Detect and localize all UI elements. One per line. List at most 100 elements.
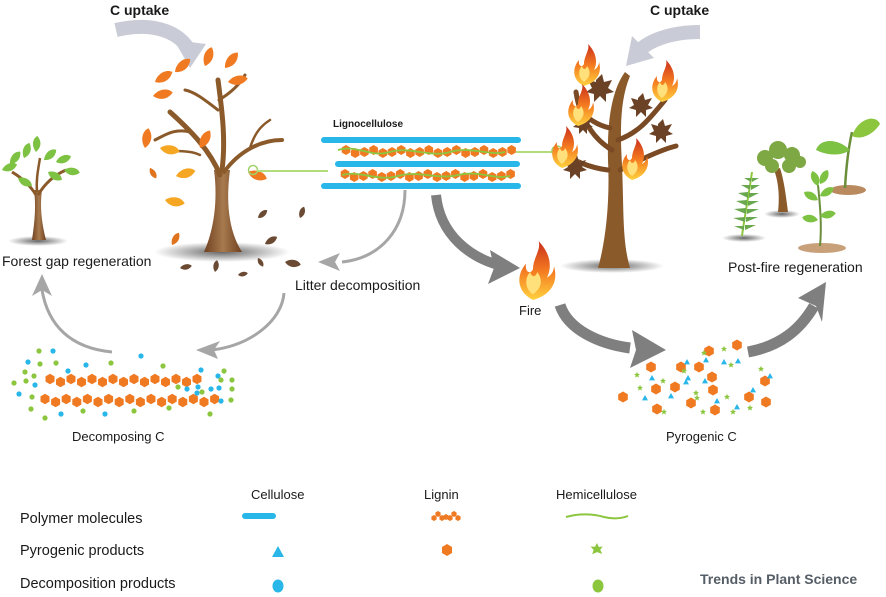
decomposition-hemicellulose-dot	[28, 406, 34, 412]
pyrogenic-lignin-hexagon	[670, 381, 680, 393]
decomposition-hemicellulose-dot	[42, 415, 48, 421]
lignin-unit	[470, 147, 480, 157]
pyrogenic-hemicellulose-star	[700, 408, 706, 415]
lignin-unit	[447, 515, 453, 521]
pyrogenic-lignin-hexagon	[646, 361, 656, 373]
c-uptake-arrowhead-right	[626, 36, 654, 66]
pyrogenic-c-label: Pyrogenic C	[666, 429, 737, 444]
pyrogenic-lignin-hexagon	[652, 403, 662, 415]
lignin-unit	[386, 171, 396, 181]
lignin-unit	[406, 148, 415, 158]
decomposing-c-cluster	[11, 348, 235, 421]
legend-column-lignin: Lignin	[424, 487, 459, 502]
pyrogenic-hemicellulose-star	[661, 408, 667, 415]
lignin-unit	[119, 376, 128, 388]
pyrogenic-lignin-hexagon	[744, 391, 754, 403]
pyrogenic-lignin-hexagon	[710, 404, 720, 416]
arrow-pyrogenic-to-postfire	[746, 303, 819, 358]
decomposition-cellulose-dot	[184, 386, 190, 392]
decomposition-hemicellulose-dot	[108, 360, 114, 366]
decomposition-hemicellulose-dot	[166, 405, 172, 411]
lignin-unit	[45, 373, 55, 385]
pyrogenic-cellulose-triangle	[714, 398, 720, 404]
lignin-unit	[487, 172, 497, 182]
decomposition-cellulose-dot	[65, 368, 71, 374]
pyrogenic-lignin-hexagon	[708, 384, 718, 396]
pyrogenic-cellulose-triangle	[735, 358, 741, 364]
lignin-unit	[140, 376, 149, 388]
pyrogenic-lignin-hexagon	[761, 396, 771, 408]
lignin-unit	[506, 169, 515, 179]
pyrogenic-cellulose-triangle	[668, 393, 674, 399]
pyrogenic-cellulose-triangle	[734, 404, 740, 410]
lignin-unit	[104, 393, 114, 405]
arrow-decomposing-to-regeneration	[40, 289, 113, 354]
arrow-litter-to-decomposing	[211, 292, 286, 352]
legend-row-polymer-molecules: Polymer molecules	[20, 511, 143, 527]
lignin-unit	[98, 376, 107, 388]
lignin-unit	[359, 171, 368, 181]
lignocellulose-label: Lignocellulose	[333, 119, 404, 130]
decomposition-hemicellulose-dot	[31, 373, 37, 379]
pyrogenic-cellulose-triangle	[703, 357, 709, 363]
pyrogenic-cellulose-triangle	[702, 378, 708, 384]
post-fire-plants-icon	[722, 118, 880, 253]
decomposition-cellulose-dot	[216, 385, 222, 391]
decomposition-cellulose-dot	[50, 348, 56, 354]
legend-cellulose-dot	[272, 579, 284, 593]
lignin-unit	[431, 515, 437, 521]
lignin-unit	[66, 373, 76, 385]
decomposition-hemicellulose-dot	[175, 384, 181, 390]
pyrogenic-hemicellulose-star	[730, 408, 736, 415]
pyrogenic-hemicellulose-star	[693, 389, 699, 396]
lignin-unit	[72, 396, 82, 408]
pyrogenic-lignin-hexagon	[618, 391, 628, 403]
lignin-unit	[192, 373, 202, 385]
decomposition-cellulose-dot	[25, 359, 31, 365]
sapling-tree-icon	[0, 135, 81, 246]
lignin-unit	[87, 373, 97, 385]
arrow-lignocellulose-to-litter	[341, 189, 407, 264]
lignin-unit	[210, 393, 220, 405]
lignin-unit	[479, 145, 489, 155]
pyrogenic-lignin-hexagon	[651, 383, 661, 395]
pyrogenic-lignin-hexagon	[694, 361, 704, 373]
lignocellulose-structure	[321, 137, 563, 189]
lignin-unit	[51, 396, 61, 408]
lignin-unit	[455, 515, 461, 521]
decomposition-cellulose-dot	[194, 390, 200, 396]
lignin-unit	[157, 396, 167, 408]
decomposition-cellulose-dot	[102, 411, 108, 417]
decomposition-cellulose-dot	[215, 373, 221, 379]
decomposition-hemicellulose-dot	[207, 411, 213, 417]
decomposition-hemicellulose-dot	[221, 368, 227, 374]
pyrogenic-cellulose-triangle	[642, 395, 648, 401]
lignin-unit	[146, 393, 156, 405]
legend-row-pyrogenic-products: Pyrogenic products	[20, 543, 145, 559]
legend-cellulose-triangle	[272, 546, 284, 557]
c-uptake-label-right: C uptake	[650, 2, 710, 18]
lignin-unit	[129, 373, 139, 385]
legend-lignin-chain	[431, 511, 461, 521]
decomposition-hemicellulose-dot	[11, 380, 17, 386]
lignin-unit	[40, 393, 50, 405]
fire-icon	[519, 241, 556, 300]
lignin-unit	[507, 145, 516, 155]
decomposition-cellulose-dot	[16, 391, 22, 397]
decomposition-hemicellulose-dot	[229, 386, 235, 392]
decomposition-cellulose-dot	[195, 384, 201, 390]
decomposition-cellulose-dot	[138, 353, 144, 359]
legend-hemicellulose-wave	[565, 513, 629, 520]
pyrogenic-hemicellulose-star	[681, 367, 687, 374]
decomposition-hemicellulose-dot	[29, 394, 35, 400]
lignin-unit	[414, 171, 423, 181]
pyrogenic-hemicellulose-star	[701, 349, 707, 356]
pyrogenic-cellulose-triangle	[683, 379, 689, 385]
lignin-unit	[182, 376, 191, 388]
legend-column-hemicellulose: Hemicellulose	[556, 487, 637, 502]
pyrogenic-cellulose-triangle	[649, 375, 655, 381]
pyrogenic-lignin-hexagon	[686, 397, 696, 409]
pyrogenic-hemicellulose-star	[728, 361, 734, 368]
pyrogenic-hemicellulose-star	[634, 371, 640, 378]
